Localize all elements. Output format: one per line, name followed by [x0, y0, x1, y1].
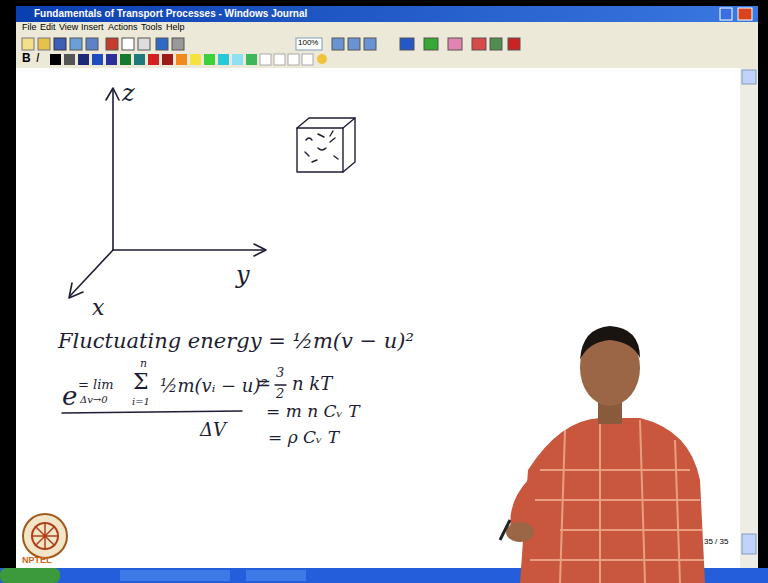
sum-sign: Σ [133, 370, 149, 394]
task-button [246, 570, 306, 581]
axes [69, 88, 266, 298]
zoom-value: 100% [298, 39, 318, 48]
menu-item-wrap: Insert [81, 23, 104, 33]
menu-item-wrap: Tools [141, 23, 162, 33]
window-button [720, 8, 732, 20]
logo-text-wrap: NPTEL [22, 556, 52, 566]
equation-wrap: Fluctuating energy = ½m(v − u)² [58, 330, 414, 353]
equation-wrap: = ρ Cᵥ T [268, 428, 339, 447]
axis-label: x [92, 296, 104, 320]
equation-symbol: e [62, 382, 77, 411]
axis-label-wrap: z [122, 80, 135, 106]
scroll-thumb [742, 534, 756, 554]
menu-item-wrap: File [22, 23, 37, 33]
axis-label-wrap: x [92, 296, 104, 320]
toolbar [16, 34, 758, 68]
zoom-value-wrap: 100% [298, 39, 318, 48]
denominator-wrap: ΔV [200, 420, 226, 440]
equation: Fluctuating energy = ½m(v − u)² [58, 330, 414, 353]
logo-text: NPTEL [22, 556, 52, 566]
color-palette [50, 54, 327, 65]
menu-item-wrap: Edit [40, 23, 56, 33]
sum-upper: n [140, 358, 147, 370]
denominator-wrap: 2 [276, 387, 284, 401]
equation: = m n Cᵥ T [266, 402, 360, 421]
numerator-wrap: 3 [276, 366, 284, 380]
equation-wrap: ½m(vᵢ − u)² [160, 376, 268, 396]
scroll-button [742, 70, 756, 84]
window-title: Fundamentals of Transport Processes - Wi… [34, 8, 307, 19]
menu-item: Help [166, 23, 185, 33]
limit-wrap: = lim [78, 378, 114, 392]
menu-item-wrap: Actions [108, 23, 138, 33]
axis-label: z [122, 80, 135, 106]
scrollbar [740, 68, 758, 568]
menu-item: View [59, 23, 78, 33]
menu-item: Tools [141, 23, 162, 33]
limit-subscript: Δv→0 [80, 394, 108, 405]
toolbar-icons [22, 38, 520, 50]
equation-wrap: = m n Cᵥ T [266, 402, 360, 421]
equation: ½m(vᵢ − u)² [160, 376, 268, 396]
bold-button-wrap: B [22, 52, 31, 65]
limit: = lim [78, 378, 114, 392]
equation-wrap: = [256, 374, 271, 394]
equation-wrap: n kT [292, 374, 332, 394]
limit-subscript-wrap: Δv→0 [80, 394, 108, 405]
menu-item: Edit [40, 23, 56, 33]
axis-label: y [236, 262, 250, 288]
menu-item: Insert [81, 23, 104, 33]
menu-item-wrap: Help [166, 23, 185, 33]
menu-item: File [22, 23, 37, 33]
page-counter: 35 / 35 [704, 538, 728, 547]
nptel-logo [23, 514, 67, 558]
axis-label-wrap: y [236, 262, 250, 288]
numerator: 3 [276, 366, 284, 380]
menu-item: Actions [108, 23, 138, 33]
window-title-wrap: Fundamentals of Transport Processes - Wi… [34, 8, 307, 19]
page-counter-wrap: 35 / 35 [704, 538, 728, 547]
italic-button-wrap: I [36, 52, 39, 65]
menu-bar [16, 22, 758, 34]
sum-upper-wrap: n [140, 358, 147, 370]
sum-lower-wrap: i=1 [132, 396, 150, 407]
equation: n kT [292, 374, 332, 394]
equation: = [256, 374, 271, 394]
denominator: ΔV [200, 420, 226, 440]
lecturer [500, 326, 705, 583]
italic-button: I [36, 52, 39, 65]
sum-sign-wrap: Σ [133, 370, 149, 394]
cube [297, 118, 355, 172]
task-button [120, 570, 230, 581]
start-button [0, 568, 60, 583]
close-button [738, 8, 752, 20]
equation: = ρ Cᵥ T [268, 428, 339, 447]
title-bar [16, 6, 758, 22]
equation-symbol-wrap: e [62, 382, 77, 411]
sum-lower: i=1 [132, 396, 150, 407]
bold-button: B [22, 52, 31, 65]
menu-item-wrap: View [59, 23, 78, 33]
denominator: 2 [276, 387, 284, 401]
